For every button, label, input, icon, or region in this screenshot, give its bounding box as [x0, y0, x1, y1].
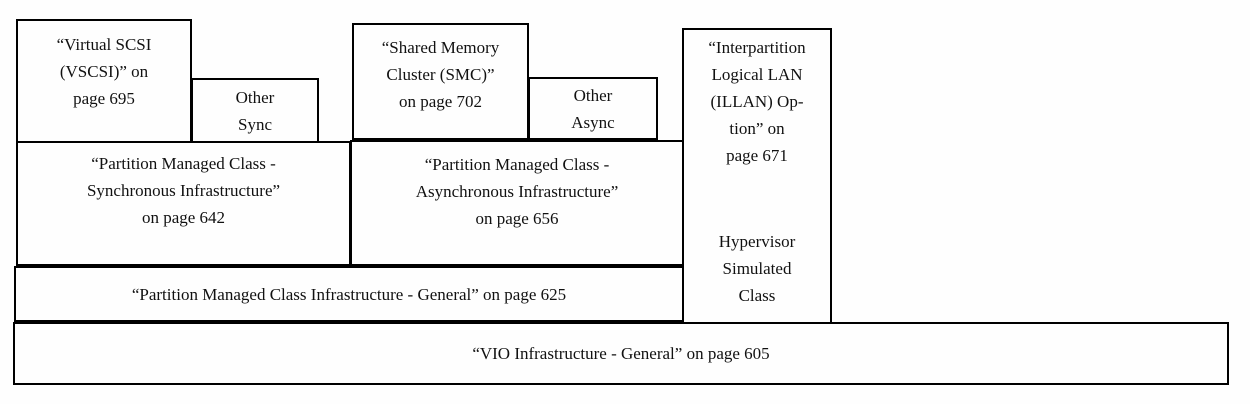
vio-infrastructure-general-label: “VIO Infrastructure - General” on page 6… [472, 344, 770, 363]
sync-infrastructure-label: “Partition Managed Class - Synchronous I… [86, 154, 281, 227]
hypervisor-simulated-class-label: Hypervisor Simulated Class [718, 232, 796, 305]
box-async-infrastructure: “Partition Managed Class - Asynchronous … [350, 140, 684, 266]
box-other-sync: Other Sync [191, 78, 319, 143]
other-async-label: Other Async [571, 85, 615, 132]
other-sync-label: Other Sync [235, 87, 275, 134]
illan-option-label: “Interpartition Logical LAN (ILLAN) Op- … [708, 38, 806, 165]
box-shared-memory-cluster: “Shared Memory Cluster (SMC)” on page 70… [352, 23, 529, 140]
box-illan-hypervisor-column: “Interpartition Logical LAN (ILLAN) Op- … [682, 28, 832, 324]
box-vio-infrastructure-general: “VIO Infrastructure - General” on page 6… [13, 322, 1229, 385]
box-sync-infrastructure: “Partition Managed Class - Synchronous I… [16, 141, 351, 266]
box-virtual-scsi: “Virtual SCSI (VSCSI)” on page 695 [16, 19, 192, 143]
async-infrastructure-label: “Partition Managed Class - Asynchronous … [415, 155, 619, 228]
box-partition-managed-class-general: “Partition Managed Class Infrastructure … [14, 266, 684, 322]
shared-memory-cluster-label: “Shared Memory Cluster (SMC)” on page 70… [381, 38, 500, 111]
partition-managed-class-general-label: “Partition Managed Class Infrastructure … [131, 284, 567, 304]
box-other-async: Other Async [528, 77, 658, 140]
virtual-scsi-label: “Virtual SCSI (VSCSI)” on page 695 [56, 35, 152, 108]
